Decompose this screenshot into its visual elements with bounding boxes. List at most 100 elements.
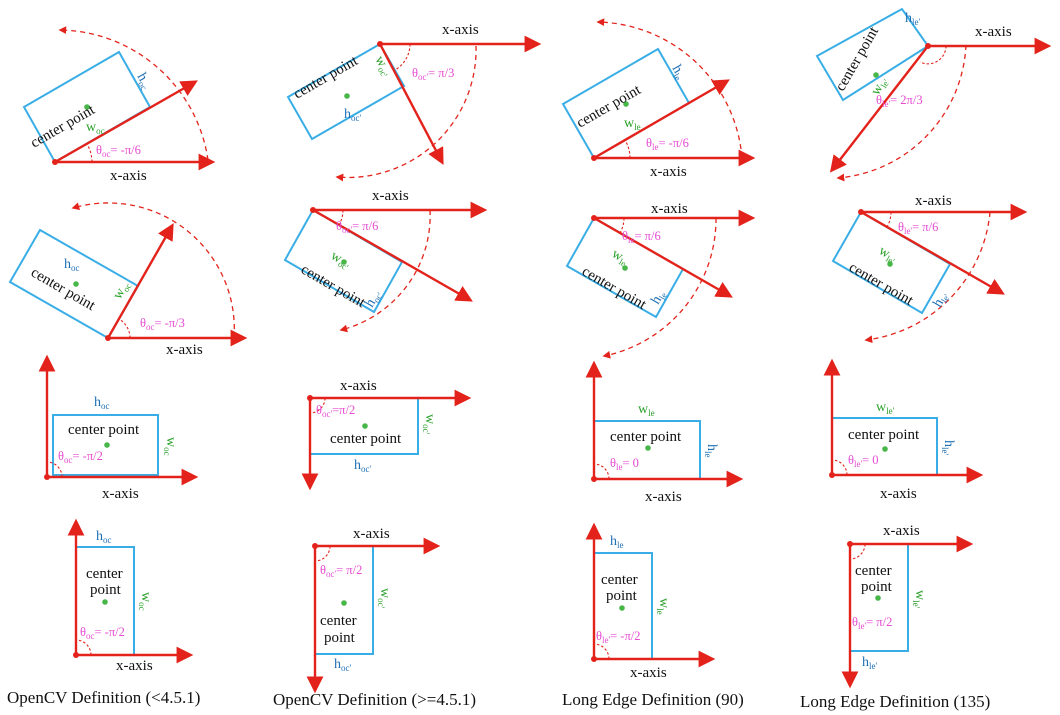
- theta-label: θoc= -π/6: [96, 143, 141, 159]
- x-axis-label: x-axis: [883, 523, 920, 539]
- height-label: hle': [905, 11, 920, 27]
- theta-label: θle= -π/6: [646, 136, 689, 152]
- origin-dot: [858, 209, 864, 215]
- bounding-box: [815, 7, 930, 102]
- origin-dot: [307, 395, 313, 401]
- panel-r1c2: center point x-axis woc' hoc' θoc'= π/3: [286, 22, 542, 182]
- center-word-label: center: [601, 572, 638, 588]
- width-label: woc: [162, 437, 178, 456]
- angle-arc: [75, 639, 92, 656]
- panel-r2c3: center point x-axis wle hle θle= π/6: [565, 201, 756, 359]
- width-label: wle': [911, 590, 927, 609]
- x-axis-label: x-axis: [915, 193, 952, 209]
- caption-opencv-new: OpenCV Definition (>=4.5.1): [273, 690, 476, 709]
- angle-arc: [309, 397, 326, 414]
- origin-dot: [377, 41, 383, 47]
- angle-arc: [86, 143, 93, 163]
- height-label: hle: [668, 63, 689, 83]
- panel-r3c1: center point x-axis hoc woc θoc= -π/2: [38, 354, 199, 502]
- width-label: wle: [624, 116, 641, 132]
- width-label: woc': [421, 414, 437, 435]
- rotation-arc: [339, 209, 431, 333]
- center-point-label: center point: [28, 265, 98, 315]
- angle-arc: [593, 463, 610, 480]
- angle-arc: [849, 543, 866, 560]
- angle-arc: [394, 43, 411, 71]
- center-point-label: center point: [846, 260, 916, 310]
- center-dot: [341, 259, 347, 265]
- width-label: woc': [376, 588, 392, 609]
- width-label: woc: [110, 278, 133, 302]
- center-dot: [344, 93, 350, 99]
- angle-arc: [118, 318, 131, 339]
- panel-r3c2: center point x-axis hoc' woc' θoc'=π/2: [301, 378, 472, 491]
- panel-r4c3: center point x-axis hle wle θle'= -π/2: [585, 522, 716, 681]
- panel-r4c2: center point x-axis hoc' woc' θoc'= π/2: [306, 526, 441, 694]
- height-label: hoc: [133, 71, 155, 92]
- angle-arc: [593, 643, 610, 660]
- x-axis-label: x-axis: [651, 201, 688, 217]
- angle-arc: [919, 45, 947, 65]
- theta-label: θoc'= π/3: [412, 66, 454, 82]
- origin-dot: [591, 476, 597, 482]
- theta-label: θoc= -π/2: [80, 625, 125, 641]
- theta-label: θoc'= π/6: [336, 219, 378, 235]
- center-dot: [341, 600, 347, 606]
- origin-dot: [591, 155, 597, 161]
- box-edge-axis-arrow: [860, 210, 1005, 295]
- panel-r3c3: center point x-axis wle hle θle= 0: [585, 360, 744, 505]
- x-axis-label: x-axis: [442, 22, 479, 38]
- angle-arc: [338, 209, 344, 226]
- height-label: hoc': [334, 657, 351, 673]
- width-label: woc': [328, 248, 354, 272]
- panel-r1c3: center point x-axis hle wle θle= -π/6: [561, 18, 756, 180]
- rotation-arc: [836, 44, 967, 182]
- height-label: hoc: [96, 529, 112, 545]
- origin-dot: [44, 474, 50, 480]
- center-dot: [104, 442, 110, 448]
- panel-r4c4: center point x-axis hle' wle' θle'= π/2: [841, 523, 974, 689]
- width-label: wle': [876, 400, 895, 416]
- angle-arc: [619, 217, 625, 234]
- center-point-label: center point: [848, 427, 920, 443]
- x-axis-label: x-axis: [975, 24, 1012, 40]
- center-dot: [362, 423, 368, 429]
- theta-label: θle= 0: [610, 456, 639, 472]
- height-label: hle: [648, 288, 669, 308]
- theta-label: θoc= -π/3: [140, 316, 185, 332]
- theta-label: θoc'=π/2: [316, 403, 355, 419]
- center-dot: [873, 72, 879, 78]
- theta-label: θoc'= π/2: [320, 563, 362, 579]
- height-label: hoc: [64, 257, 80, 273]
- panel-r1c4: center point x-axis hle' wle' θle'= 2π/3: [815, 7, 1052, 182]
- x-axis-label: x-axis: [340, 378, 377, 394]
- angle-arc: [46, 461, 63, 478]
- width-label: wle: [638, 402, 655, 418]
- panel-r2c4: center point x-axis wle' hle' θle'= π/6: [831, 193, 1028, 344]
- center-point-label: center point: [330, 431, 402, 447]
- center-dot: [623, 101, 629, 107]
- point-word-label: point: [90, 582, 122, 598]
- center-point-label: center point: [68, 422, 140, 438]
- width-label: wle: [655, 598, 671, 615]
- rotation-arc: [602, 217, 717, 359]
- width-label: wle': [876, 243, 900, 266]
- x-axis-label: x-axis: [372, 188, 409, 204]
- angle-arc: [886, 211, 892, 228]
- origin-dot: [847, 541, 853, 547]
- rotation-arc: [71, 202, 235, 339]
- x-axis-label: x-axis: [166, 342, 203, 358]
- center-dot: [645, 445, 651, 451]
- x-axis-label: x-axis: [353, 526, 390, 542]
- origin-dot: [310, 207, 316, 213]
- height-label: hle': [862, 655, 877, 671]
- x-axis-label: x-axis: [116, 658, 153, 674]
- theta-label: θle'= 2π/3: [876, 93, 923, 109]
- rotation-arc: [58, 26, 209, 161]
- box-edge-axis-arrow: [829, 45, 929, 173]
- rotation-arc: [864, 211, 991, 344]
- box-edge-axis-arrow: [106, 223, 174, 339]
- center-point-label: center point: [610, 429, 682, 445]
- theta-label: θle'= -π/2: [596, 629, 641, 645]
